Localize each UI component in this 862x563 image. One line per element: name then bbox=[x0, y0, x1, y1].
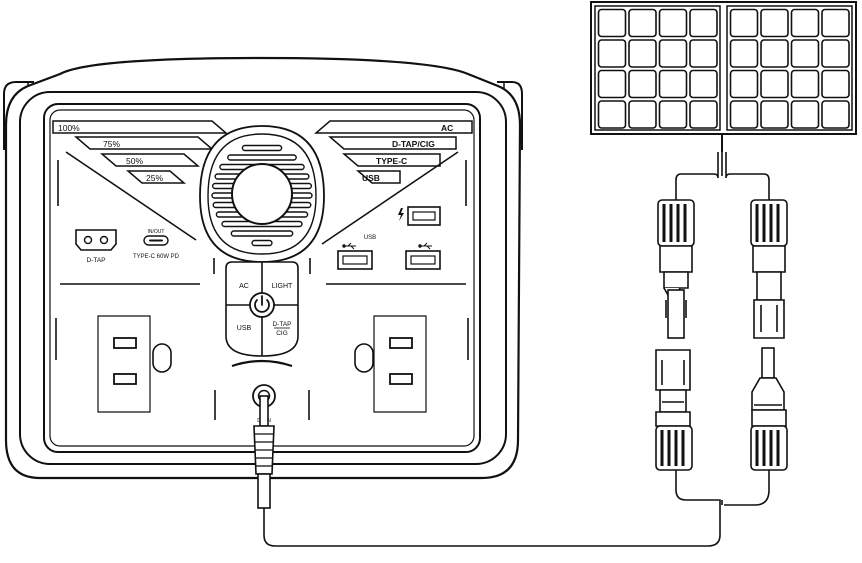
solar-cell bbox=[689, 8, 718, 38]
solar-panel bbox=[590, 1, 857, 152]
solar-cell bbox=[821, 100, 850, 129]
display-vent bbox=[199, 125, 325, 263]
ac-outlet-right bbox=[354, 315, 427, 413]
fast-charge-icon bbox=[398, 208, 404, 221]
ac-button-label: AC bbox=[239, 283, 249, 290]
output-indicators bbox=[313, 120, 473, 184]
output-ac-label: AC bbox=[441, 123, 453, 133]
battery-100-label: 100% bbox=[58, 123, 80, 133]
usb-ports bbox=[337, 206, 441, 270]
mc4-connector-top-right bbox=[750, 199, 788, 339]
solar-cell bbox=[760, 8, 789, 38]
solar-cell bbox=[790, 69, 820, 99]
ac-outlet-left bbox=[97, 315, 172, 413]
output-dtap-cig-label: D-TAP/CIG bbox=[392, 139, 435, 149]
solar-cell bbox=[658, 39, 688, 68]
solar-cell bbox=[760, 100, 789, 129]
solar-cell bbox=[821, 39, 850, 68]
solar-cell bbox=[658, 69, 688, 99]
solar-cell bbox=[790, 8, 820, 38]
solar-cell bbox=[628, 8, 657, 38]
solar-cell bbox=[628, 39, 657, 68]
solar-cell bbox=[729, 39, 759, 68]
solar-cell bbox=[689, 100, 718, 129]
solar-cell bbox=[689, 39, 718, 68]
battery-level-indicators bbox=[52, 120, 229, 184]
solar-cell bbox=[658, 8, 688, 38]
mc4-connector-bottom-right bbox=[750, 347, 788, 471]
light-button-label: LIGHT bbox=[272, 283, 293, 290]
dc-plug bbox=[253, 395, 275, 509]
solar-cell bbox=[729, 8, 759, 38]
vent-slat bbox=[251, 239, 273, 247]
vent-slat bbox=[227, 154, 297, 161]
typec-port-tongue bbox=[149, 239, 163, 242]
vent-slat bbox=[241, 144, 283, 152]
dtap-button-label: D-TAP bbox=[272, 321, 291, 328]
solar-cell bbox=[597, 100, 627, 129]
solar-cell bbox=[597, 69, 627, 99]
mc4-connector-bottom-left bbox=[655, 349, 693, 471]
solar-cell bbox=[790, 100, 820, 129]
typec-inout-label: IN/OUT bbox=[148, 229, 165, 235]
output-type-c-label: TYPE-C bbox=[376, 156, 407, 166]
solar-cell bbox=[729, 100, 759, 129]
battery-75-label: 75% bbox=[103, 139, 120, 149]
usb-group-label: USB bbox=[364, 235, 376, 241]
mc4-connector-top-left bbox=[657, 199, 695, 339]
solar-cell bbox=[628, 100, 657, 129]
panel-dividers bbox=[55, 151, 469, 420]
output-usb-label: USB bbox=[362, 173, 380, 183]
solar-cell bbox=[760, 39, 789, 68]
solar-cell bbox=[597, 39, 627, 68]
solar-cell bbox=[821, 8, 850, 38]
battery-50-label: 50% bbox=[126, 156, 143, 166]
dtap-label: D-TAP bbox=[86, 257, 105, 264]
usb-symbol-icon bbox=[342, 242, 356, 250]
typec-label: TYPE-C 60W PD bbox=[133, 254, 180, 260]
solar-cell bbox=[821, 69, 850, 99]
usb-symbol-icon bbox=[418, 242, 432, 250]
solar-cell bbox=[597, 8, 627, 38]
power-icon bbox=[254, 295, 270, 313]
solar-cell bbox=[689, 69, 718, 99]
usb-button-label: USB bbox=[237, 325, 252, 332]
vent-slat bbox=[230, 230, 294, 237]
solar-cell bbox=[729, 69, 759, 99]
dtap-port bbox=[75, 229, 117, 251]
cables bbox=[263, 150, 770, 547]
solar-cell bbox=[760, 69, 789, 99]
cig-button-label: CIG bbox=[276, 330, 288, 337]
solar-cell bbox=[628, 69, 657, 99]
solar-cell bbox=[790, 39, 820, 68]
battery-25-label: 25% bbox=[146, 173, 163, 183]
solar-cell bbox=[658, 100, 688, 129]
